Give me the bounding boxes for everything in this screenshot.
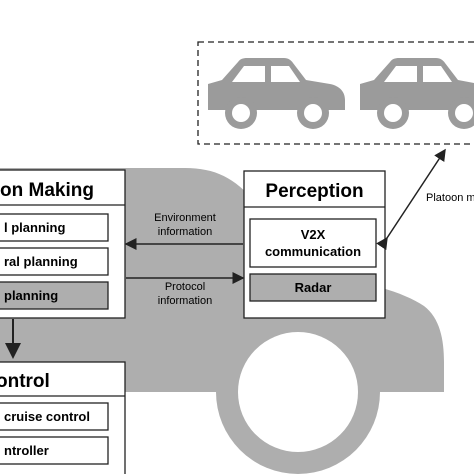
decision-making-block: on Making l planning ral planning planni… bbox=[0, 169, 126, 319]
environment-label-line2: information bbox=[158, 226, 212, 238]
planning-item: l planning bbox=[4, 220, 65, 235]
control-block: ontrol cruise control ntroller bbox=[0, 361, 126, 474]
planning-item: ral planning bbox=[4, 254, 78, 269]
protocol-label-line2: information bbox=[158, 295, 212, 307]
planning-item: planning bbox=[4, 288, 58, 303]
environment-label-line1: Environment bbox=[154, 212, 216, 224]
v2x-box bbox=[249, 218, 377, 268]
decision-making-title: on Making bbox=[0, 180, 94, 201]
control-item: ntroller bbox=[4, 443, 49, 458]
planning-item-box bbox=[0, 281, 109, 310]
planning-item-box bbox=[0, 213, 109, 242]
radar-box bbox=[249, 273, 377, 302]
radar-label: Radar bbox=[295, 280, 332, 295]
platoon-label: Platoon m bbox=[426, 192, 474, 204]
protocol-label-line1: Protocol bbox=[165, 281, 205, 293]
control-item: cruise control bbox=[4, 409, 90, 424]
perception-block: Perception V2X communication Radar bbox=[243, 170, 386, 319]
v2x-label: V2X bbox=[301, 227, 326, 242]
platoon-arrow bbox=[376, 148, 446, 251]
control-item-box bbox=[0, 436, 109, 465]
communication-label: communication bbox=[265, 244, 361, 259]
control-title: ontrol bbox=[0, 371, 50, 392]
platoon-region bbox=[197, 41, 474, 145]
perception-title: Perception bbox=[265, 181, 363, 202]
planning-item-box bbox=[0, 247, 109, 276]
control-item-box bbox=[0, 402, 109, 431]
